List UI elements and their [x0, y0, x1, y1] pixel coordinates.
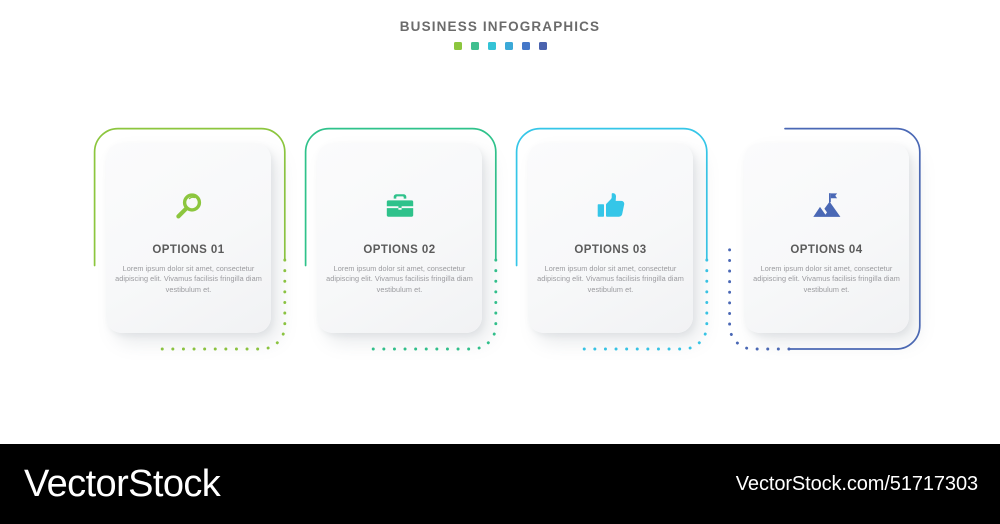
- header-dot-5: [521, 42, 530, 50]
- card-description-02: Lorem ipsum dolor sit amet, consectetur …: [326, 264, 473, 294]
- options-card-04[interactable]: OPTIONS 04 Lorem ipsum dolor sit amet, co…: [727, 126, 923, 352]
- options-card-row: OPTIONS 01 Lorem ipsum dolor sit amet, co…: [0, 126, 1000, 356]
- card-panel-04: OPTIONS 04 Lorem ipsum dolor sit amet, co…: [744, 143, 909, 333]
- infographic-canvas: BUSINESS INFOGRAPHICS OPTIONS 01 Lorem ip…: [0, 18, 1000, 356]
- mountain-flag-icon: [744, 189, 909, 223]
- header-dot-row: [0, 42, 1000, 50]
- options-card-02[interactable]: OPTIONS 02 Lorem ipsum dolor sit amet, co…: [303, 126, 499, 352]
- card-description-01: Lorem ipsum dolor sit amet, consectetur …: [115, 264, 262, 294]
- header-dot-4: [504, 42, 513, 50]
- vectorstock-url: VectorStock.com/51717303: [735, 473, 978, 495]
- card-outline-02: [303, 126, 499, 352]
- card-label-04: OPTIONS 04: [790, 244, 863, 256]
- card-panel-03: OPTIONS 03 Lorem ipsum dolor sit amet, co…: [528, 143, 693, 333]
- vectorstock-logo: VectorStock: [24, 463, 221, 505]
- briefcase-icon: [317, 189, 482, 223]
- header-dot-6: [538, 42, 547, 50]
- watermark-footer: VectorStock VectorStock.com/51717303: [0, 444, 1000, 524]
- card-outline-03: [514, 126, 710, 352]
- header-dot-3: [487, 42, 496, 50]
- options-card-01[interactable]: OPTIONS 01 Lorem ipsum dolor sit amet, co…: [92, 126, 288, 352]
- page-title: BUSINESS INFOGRAPHICS: [399, 19, 601, 34]
- card-panel-02: OPTIONS 02 Lorem ipsum dolor sit amet, co…: [317, 143, 482, 333]
- magnifier-icon: [106, 189, 271, 223]
- card-label-02: OPTIONS 02: [363, 244, 436, 256]
- header-dot-1: [453, 42, 462, 50]
- thumbs-up-icon: [528, 189, 693, 223]
- card-panel-01: OPTIONS 01 Lorem ipsum dolor sit amet, co…: [106, 143, 271, 333]
- card-description-03: Lorem ipsum dolor sit amet, consectetur …: [537, 264, 684, 294]
- options-card-03[interactable]: OPTIONS 03 Lorem ipsum dolor sit amet, co…: [514, 126, 710, 352]
- card-label-03: OPTIONS 03: [574, 244, 647, 256]
- card-label-01: OPTIONS 01: [152, 244, 225, 256]
- card-outline-01: [92, 126, 288, 352]
- card-description-04: Lorem ipsum dolor sit amet, consectetur …: [753, 264, 900, 294]
- header: BUSINESS INFOGRAPHICS: [0, 18, 1000, 50]
- card-outline-04: [727, 126, 923, 352]
- header-dot-2: [470, 42, 479, 50]
